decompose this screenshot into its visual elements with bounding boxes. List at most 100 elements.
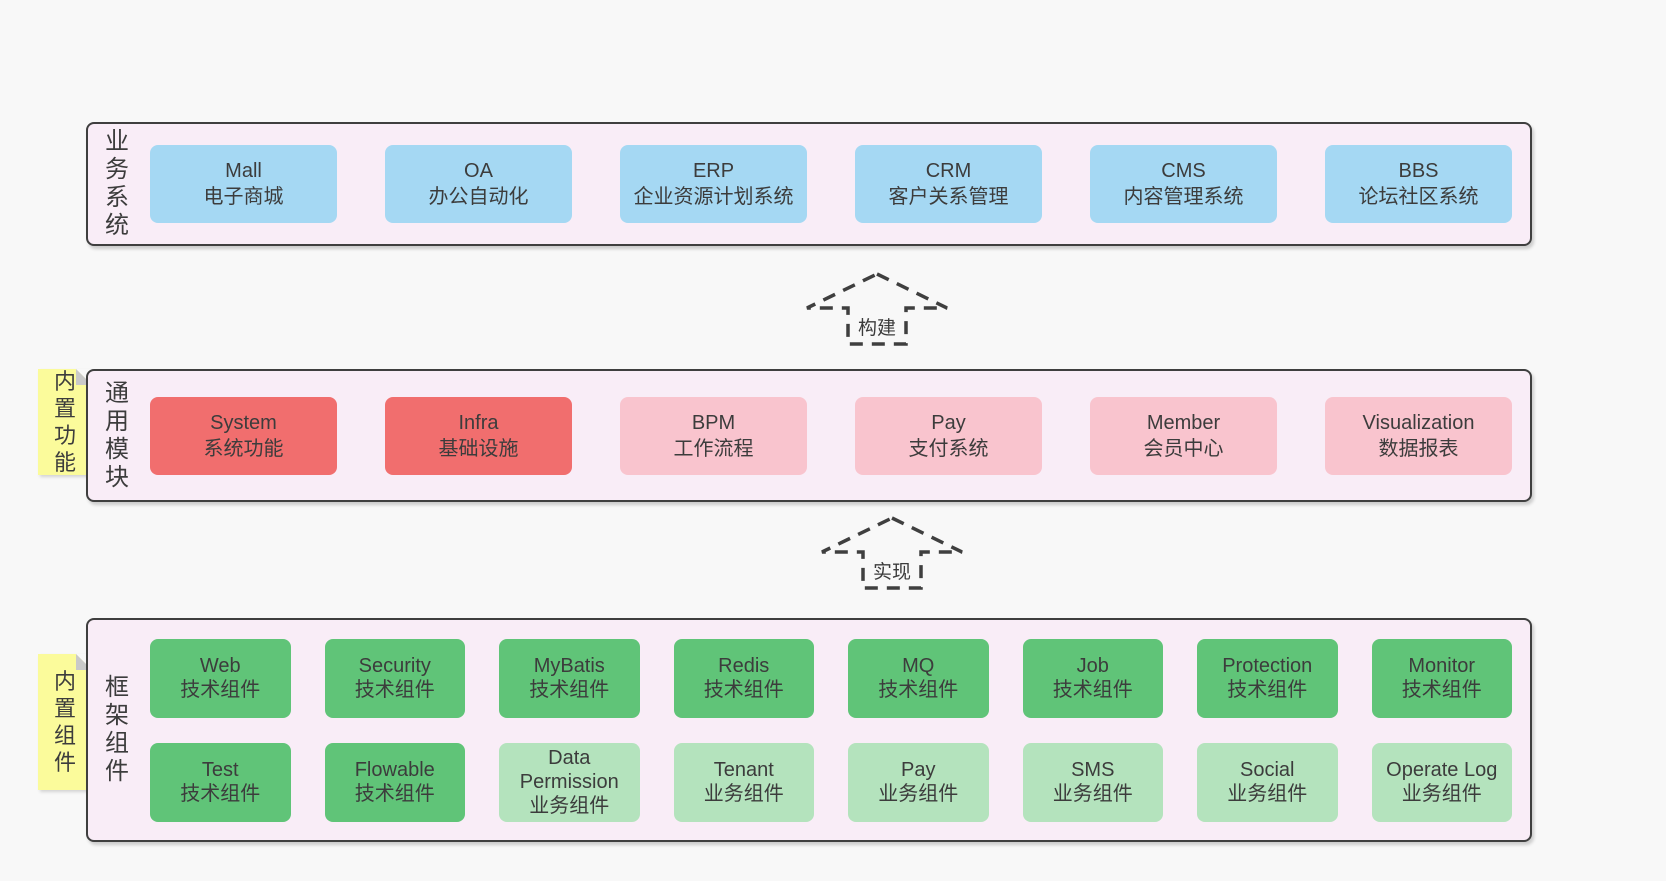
label-char: 组 bbox=[105, 730, 129, 757]
box-name: Redis bbox=[718, 655, 770, 677]
label-char: 内 bbox=[53, 368, 76, 394]
label-char: 块 bbox=[105, 463, 129, 491]
box-name: Data Permission bbox=[519, 747, 619, 793]
box-desc: 技术组件 bbox=[1052, 679, 1133, 701]
label-char: 内 bbox=[53, 668, 76, 694]
label-char: 业 bbox=[105, 128, 129, 155]
box-name: Security bbox=[358, 655, 431, 677]
box-desc: 技术组件 bbox=[1401, 679, 1482, 701]
box-name: Member bbox=[1146, 411, 1221, 434]
box-desc: 业务组件 bbox=[1401, 783, 1482, 805]
box-name: CRM bbox=[925, 160, 972, 182]
box-desc: 会员中心 bbox=[1143, 437, 1224, 460]
box-name: Monitor bbox=[1408, 655, 1476, 677]
arrow-up-build: 构建 bbox=[802, 270, 952, 348]
label-char: 模 bbox=[105, 435, 129, 463]
box-name: System bbox=[210, 411, 277, 434]
box-desc: 技术组件 bbox=[1227, 679, 1308, 701]
box-name: Visualization bbox=[1362, 411, 1475, 434]
section-label: 框架组件 bbox=[88, 676, 146, 784]
box-name: Social bbox=[1240, 759, 1295, 781]
box-desc: 办公自动化 bbox=[428, 186, 529, 208]
label-char: 置 bbox=[53, 395, 76, 421]
box-name: Flowable bbox=[354, 759, 435, 781]
box-desc: 业务组件 bbox=[878, 783, 959, 805]
box-desc: 数据报表 bbox=[1378, 437, 1459, 460]
box-desc: 技术组件 bbox=[878, 679, 959, 701]
box-name: OA bbox=[464, 160, 493, 182]
label-char: 能 bbox=[53, 449, 76, 475]
box-name: Tenant bbox=[713, 759, 774, 781]
label-char: 通 bbox=[105, 379, 129, 407]
module-box-oa: OA 办公自动化 bbox=[385, 145, 572, 223]
arrow-label: 构建 bbox=[852, 312, 902, 341]
module-box-visualization: Visualization 数据报表 bbox=[1325, 396, 1512, 475]
box-name: SMS bbox=[1071, 759, 1115, 781]
box-desc: 内容管理系统 bbox=[1123, 186, 1244, 208]
arrow-label: 实现 bbox=[867, 556, 917, 585]
box-name: Web bbox=[199, 655, 241, 677]
label-char: 系 bbox=[105, 184, 129, 211]
box-name: ERP bbox=[692, 160, 735, 182]
label-char: 件 bbox=[53, 749, 76, 775]
box-desc: 技术组件 bbox=[354, 783, 435, 805]
box-desc: 业务组件 bbox=[703, 783, 784, 805]
box-desc: 支付系统 bbox=[908, 437, 989, 460]
label-char: 统 bbox=[105, 212, 129, 239]
sticky-note-label: 内置功能 bbox=[53, 368, 76, 475]
arrow-up-implement: 实现 bbox=[817, 514, 967, 592]
module-box-member: Member 会员中心 bbox=[1090, 396, 1277, 475]
box-desc: 技术组件 bbox=[180, 679, 261, 701]
label-char: 功 bbox=[53, 422, 76, 448]
label-char: 用 bbox=[105, 407, 129, 435]
label-char: 置 bbox=[53, 695, 76, 721]
box-desc: 技术组件 bbox=[354, 679, 435, 701]
label-char: 架 bbox=[105, 702, 129, 729]
box-name: Infra bbox=[458, 411, 499, 434]
box-name: Mall bbox=[225, 160, 262, 182]
label-char: 务 bbox=[105, 156, 129, 183]
section-label: 业务系统 bbox=[88, 130, 146, 238]
box-name: Operate Log bbox=[1386, 759, 1498, 781]
box-name: Pay bbox=[901, 759, 936, 781]
box-name: MQ bbox=[902, 655, 935, 677]
box-name: Job bbox=[1076, 655, 1109, 677]
box-desc: 业务组件 bbox=[529, 795, 610, 817]
sticky-note-builtin-components: 内置组件 bbox=[38, 654, 92, 790]
box-desc: 技术组件 bbox=[529, 679, 610, 701]
box-desc: 论坛社区系统 bbox=[1358, 186, 1479, 208]
